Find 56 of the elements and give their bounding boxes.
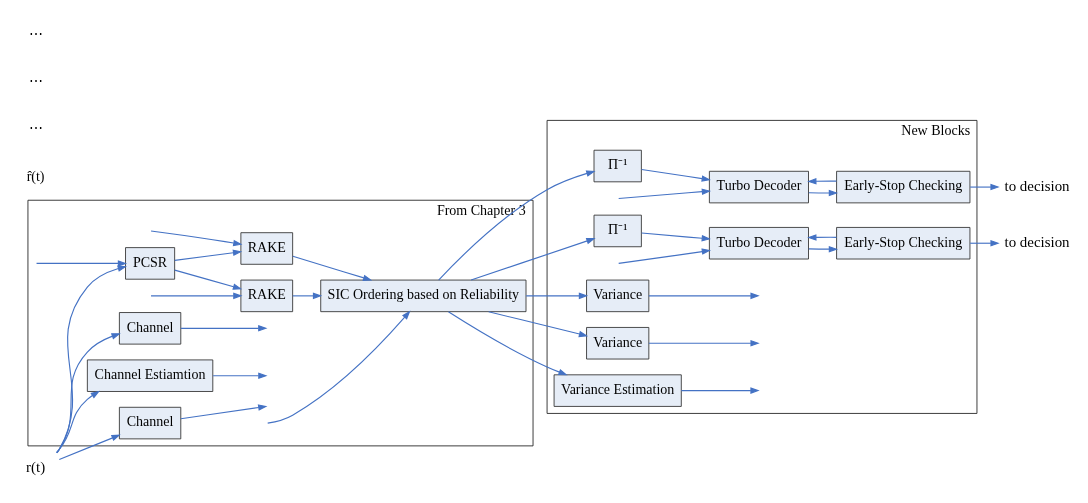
- arrow: [525, 292, 589, 299]
- node-box: Turbo Decoder: [708, 226, 809, 259]
- label: ⋯: [28, 119, 43, 136]
- label: ⋯: [28, 72, 43, 89]
- arrow: [438, 169, 596, 281]
- label: ⋯: [28, 25, 43, 42]
- arrow: [174, 269, 243, 290]
- node-box: Channel Estiamtion: [86, 358, 214, 392]
- arrow: [292, 292, 323, 299]
- arrow: [969, 239, 1000, 246]
- arrow: [969, 183, 1000, 190]
- node-box: RAKE: [240, 279, 294, 312]
- arrow: [55, 390, 100, 453]
- label: r̂(t): [26, 167, 45, 184]
- arrow: [808, 189, 839, 196]
- arrow: [180, 403, 268, 419]
- node-box: Channel: [118, 311, 182, 345]
- node-box: Early-Stop Checking: [836, 170, 971, 203]
- arrow: [808, 245, 839, 252]
- arrow: [56, 332, 121, 453]
- node-box: Variance Estimation: [553, 373, 682, 407]
- arrow: [618, 187, 712, 199]
- node-box: Π⁻¹: [593, 149, 642, 182]
- arrow: [447, 310, 568, 375]
- arrow: [58, 434, 121, 460]
- node-box: SIC Ordering based on Reliability: [320, 279, 527, 312]
- node-box: Π⁻¹: [593, 214, 642, 247]
- arrow: [150, 292, 243, 299]
- node-box: Early-Stop Checking: [836, 226, 971, 259]
- node-text: to decision: [1004, 177, 1070, 194]
- arrow: [680, 386, 760, 394]
- node-box: Channel: [118, 406, 182, 439]
- node-box: PCSR: [125, 246, 176, 280]
- arrow: [174, 249, 243, 261]
- arrow: [56, 259, 128, 453]
- arrow: [212, 371, 268, 379]
- arrow: [180, 324, 268, 332]
- node-box: Variance: [586, 326, 650, 359]
- arrow: [807, 233, 837, 241]
- arrow: [470, 237, 596, 281]
- arrow: [807, 177, 837, 185]
- node-box: Turbo Decoder: [708, 170, 809, 203]
- arrow: [648, 292, 760, 299]
- arrow: [618, 247, 712, 264]
- arrow: [267, 309, 411, 424]
- arrow: [648, 339, 760, 346]
- arrow: [641, 231, 711, 241]
- arrow: [292, 255, 373, 281]
- arrow: [488, 310, 589, 337]
- node-box: Variance: [586, 279, 650, 312]
- arrow: [641, 168, 711, 182]
- node-text: to decision: [1004, 233, 1070, 250]
- node-text: r(t): [26, 458, 46, 475]
- arrow: [36, 259, 128, 272]
- node-box: RAKE: [240, 231, 294, 265]
- arrow: [150, 229, 243, 246]
